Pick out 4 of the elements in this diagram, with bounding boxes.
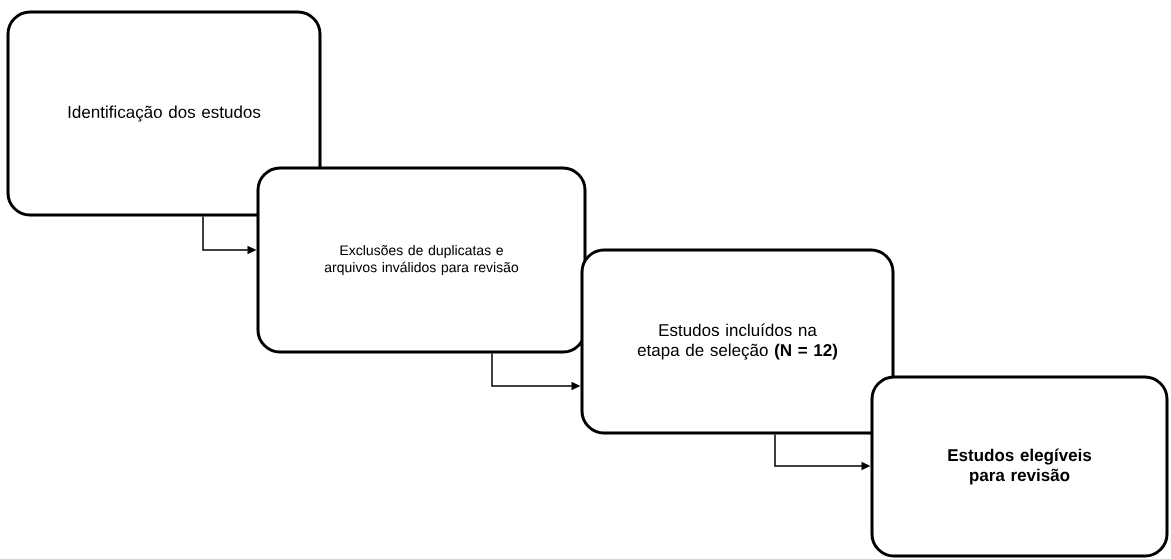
- process-box: Estudos incluídos na etapa de seleção (N = 12): [580, 248, 895, 435]
- process-box: Exclusões de duplicatas e arquivos inválidos para revisão: [256, 166, 587, 354]
- process-box: Identificação dos estudos: [6, 10, 322, 217]
- process-box: Estudos elegíveis para revisão: [870, 375, 1169, 558]
